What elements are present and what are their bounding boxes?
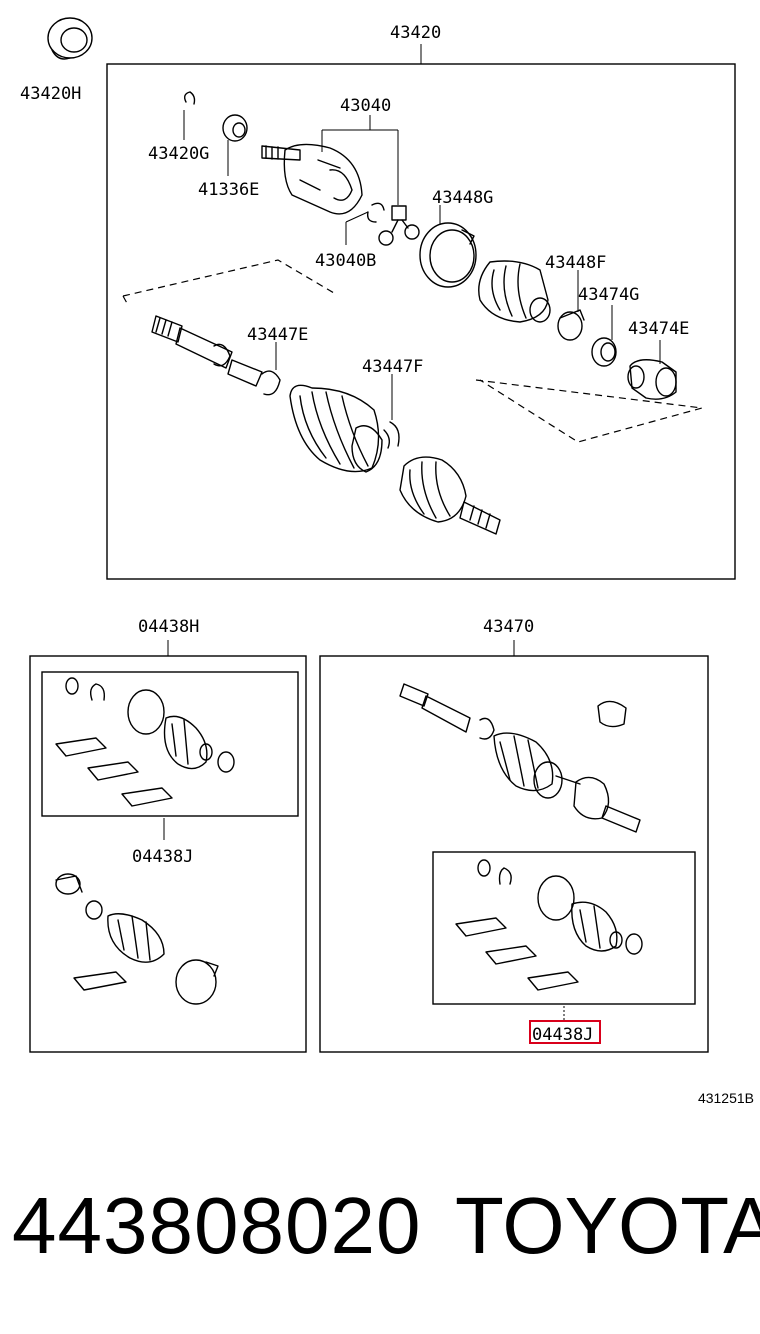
kit-right-parts: [455, 859, 643, 991]
highlight-box: [529, 1020, 601, 1044]
callout-43040B[interactable]: 43040B: [315, 251, 376, 271]
damper-43474E: [627, 359, 677, 400]
parts-diagram: 43420 43420H 43420G 41336E 43040 43040B: [20, 17, 736, 1053]
outer-joint: [399, 456, 501, 535]
drive-shaft: [151, 315, 281, 396]
clamp-43448F: [557, 309, 585, 341]
callout-04438J-right[interactable]: 04438J: [532, 1025, 593, 1045]
diagram-reference-code: 431251B: [697, 1090, 754, 1106]
seal-43420H: [47, 17, 93, 60]
callout-04438J-left[interactable]: 04438J: [132, 847, 193, 867]
callout-43040[interactable]: 43040: [340, 96, 391, 116]
callout-43420[interactable]: 43420: [390, 23, 441, 43]
inner-boot: [478, 260, 551, 323]
kit-left-lower-parts: [55, 873, 219, 1005]
callout-43448G[interactable]: 43448G: [432, 188, 493, 208]
exploded-view-outline: [122, 259, 703, 443]
callout-43474G[interactable]: 43474G: [578, 285, 639, 305]
callout-43447E[interactable]: 43447E: [247, 325, 308, 345]
callout-43447F[interactable]: 43447F: [362, 357, 423, 377]
callout-43470[interactable]: 43470: [483, 617, 534, 637]
shaft-assembly-43470: [399, 683, 641, 833]
tripod-joint: [378, 205, 420, 246]
kit-04438J-inner-frame-right: [432, 851, 696, 1005]
callout-43420H[interactable]: 43420H: [20, 84, 81, 104]
washer-41336E: [222, 114, 248, 142]
outer-boot: [289, 384, 400, 473]
callout-41336E[interactable]: 41336E: [198, 180, 259, 200]
inner-joint-housing-43040: [261, 143, 363, 215]
callout-04438H[interactable]: 04438H: [138, 617, 199, 637]
snap-ring-43420G: [183, 91, 196, 105]
callout-43474E[interactable]: 43474E: [628, 319, 689, 339]
clip-43040B: [366, 202, 385, 223]
assembly-43470-frame: [319, 655, 709, 1053]
ring-43474G: [591, 337, 617, 367]
callout-43420G[interactable]: 43420G: [148, 144, 209, 164]
kit-left-upper-parts: [55, 677, 235, 807]
footer-brand: TOYOTA: [455, 1181, 760, 1270]
footer-part-number: 443808020: [12, 1181, 422, 1270]
callout-43448F[interactable]: 43448F: [545, 253, 606, 273]
kit-04438J-inner-frame-left: [41, 671, 299, 817]
band-clamp-43448G: [419, 222, 477, 288]
